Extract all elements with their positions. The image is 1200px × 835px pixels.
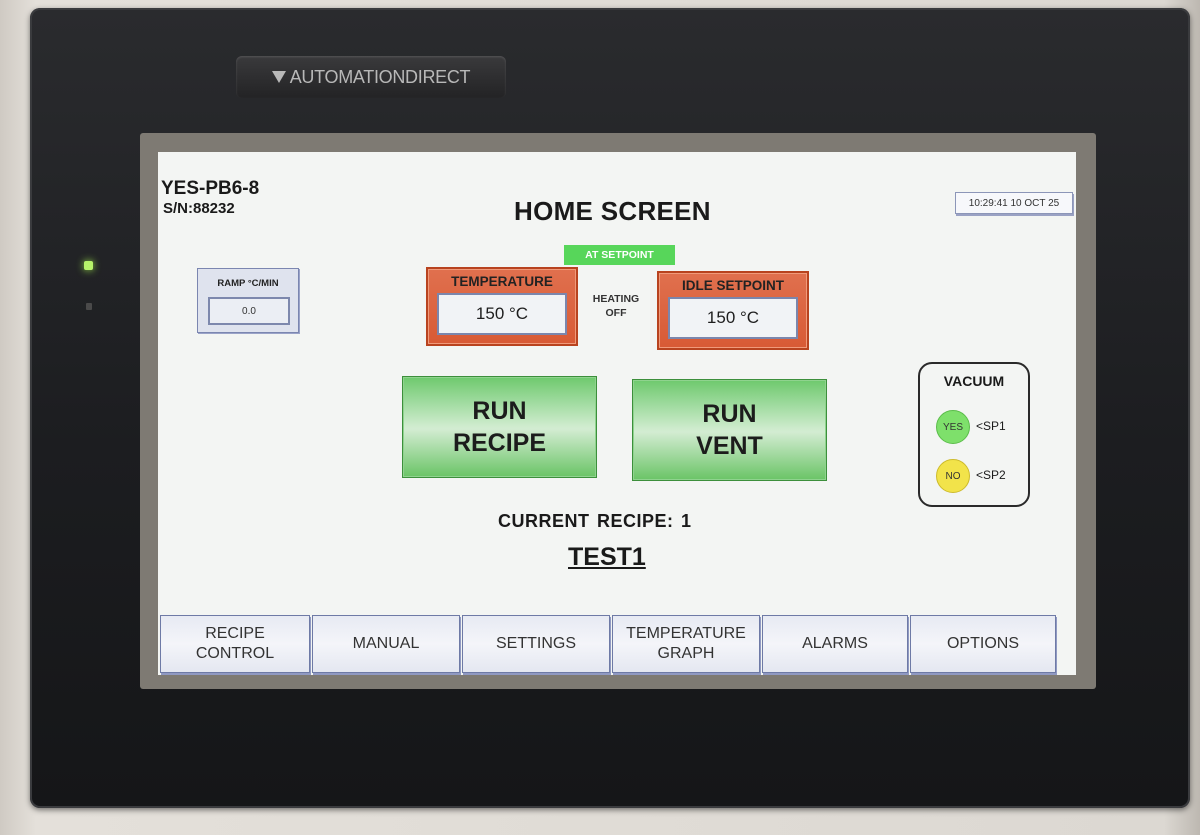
nav-recipe-control-button[interactable]: RECIPE CONTROL	[160, 615, 310, 673]
nav-label: GRAPH	[657, 645, 715, 662]
brand-triangle-icon	[271, 71, 286, 83]
nav-label: MANUAL	[352, 635, 420, 652]
nav-manual-button[interactable]: MANUAL	[312, 615, 460, 673]
status-led-icon	[86, 303, 92, 310]
vacuum-sp1-lamp-icon: YES	[936, 410, 970, 444]
heating-status-line1: HEATING	[592, 293, 640, 305]
vacuum-sp2-lamp-icon: NO	[936, 459, 970, 493]
serial-number: S/N:88232	[163, 200, 235, 217]
heating-status-line2: OFF	[605, 307, 627, 319]
temperature-value: 150 °C	[437, 293, 567, 335]
idle-setpoint-display[interactable]: IDLE SETPOINT 150 °C	[657, 271, 809, 350]
nav-label: RECIPE	[205, 625, 265, 642]
current-recipe: CURRENT RECIPE: 1	[498, 511, 692, 532]
vacuum-sp1-label: <SP1	[976, 419, 1006, 433]
nav-label: CONTROL	[195, 645, 275, 662]
brand-logo-text: AUTOMATIONDIRECT	[289, 66, 471, 87]
ramp-rate-display: RAMP °C/MIN 0.0	[197, 268, 299, 333]
idle-setpoint-value[interactable]: 150 °C	[668, 297, 798, 339]
nav-alarms-button[interactable]: ALARMS	[762, 615, 908, 673]
vacuum-title: VACUUM	[943, 373, 1005, 389]
run-recipe-label-line1: RUN	[472, 397, 527, 425]
run-vent-label-line2: VENT	[696, 432, 763, 460]
at-setpoint-badge: AT SETPOINT	[564, 245, 675, 265]
hmi-screen: YES-PB6-8 S/N:88232 HOME SCREEN 10:29:41…	[158, 152, 1076, 675]
clock-display: 10:29:41 10 OCT 25	[955, 192, 1073, 214]
power-led-icon	[84, 261, 93, 270]
model-name: YES-PB6-8	[161, 178, 260, 199]
current-recipe-label: CURRENT RECIPE:	[498, 511, 674, 531]
nav-label: TEMPERATURE	[626, 625, 746, 642]
run-vent-label-line1: RUN	[702, 400, 757, 428]
brand-logo: AUTOMATIONDIRECT	[236, 56, 506, 98]
current-recipe-number: 1	[681, 511, 692, 531]
recipe-name: TEST1	[568, 543, 646, 571]
idle-setpoint-label: IDLE SETPOINT	[681, 278, 784, 293]
nav-label: OPTIONS	[946, 635, 1019, 652]
ramp-label: RAMP °C/MIN	[217, 278, 279, 289]
heating-status: HEATING OFF	[586, 292, 646, 320]
ramp-value: 0.0	[208, 297, 290, 325]
nav-options-button[interactable]: OPTIONS	[910, 615, 1056, 673]
nav-label: ALARMS	[802, 635, 868, 652]
vacuum-sp2-label: <SP2	[976, 468, 1006, 482]
run-vent-button[interactable]: RUN VENT	[632, 379, 827, 481]
temperature-display: TEMPERATURE 150 °C	[426, 267, 578, 346]
run-recipe-label-line2: RECIPE	[452, 429, 547, 457]
temperature-label: TEMPERATURE	[451, 274, 553, 289]
vacuum-panel: VACUUM YES <SP1 NO <SP2	[918, 362, 1030, 507]
nav-temperature-graph-button[interactable]: TEMPERATURE GRAPH	[612, 615, 760, 673]
nav-settings-button[interactable]: SETTINGS	[462, 615, 610, 673]
page-title: HOME SCREEN	[514, 196, 711, 226]
bottom-nav: RECIPE CONTROL MANUAL SETTINGS TEMPERATUR…	[158, 615, 1076, 675]
nav-label: SETTINGS	[495, 635, 576, 652]
run-recipe-button[interactable]: RUN RECIPE	[402, 376, 597, 478]
